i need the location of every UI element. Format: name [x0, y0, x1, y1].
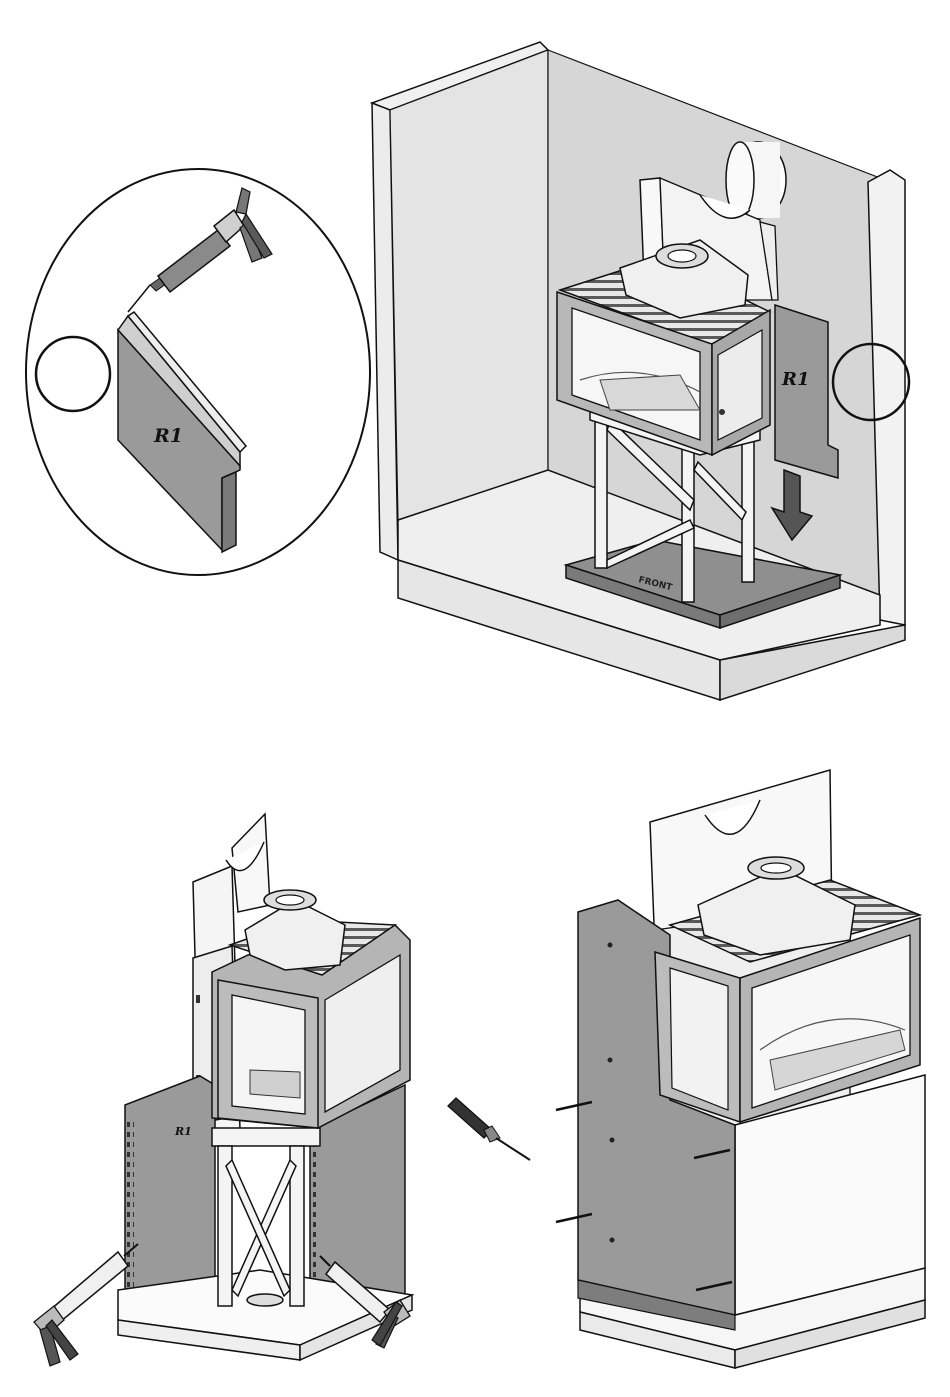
stove-unit-bottom-left — [212, 890, 410, 1128]
main-scene: R1 FRONT — [372, 42, 909, 700]
screwdriver-icon — [448, 1098, 530, 1160]
panel-r1-main-label: R1 — [781, 369, 809, 390]
bottom-right-scene — [556, 770, 925, 1368]
panel-r1-bottom-label: R1 — [174, 1125, 192, 1138]
panel-r1-label: R1 — [153, 425, 183, 447]
bottom-left-scene: R1 — [34, 812, 412, 1366]
panel-r1-main: R1 — [775, 305, 838, 478]
detail-inset: R1 — [26, 169, 370, 575]
